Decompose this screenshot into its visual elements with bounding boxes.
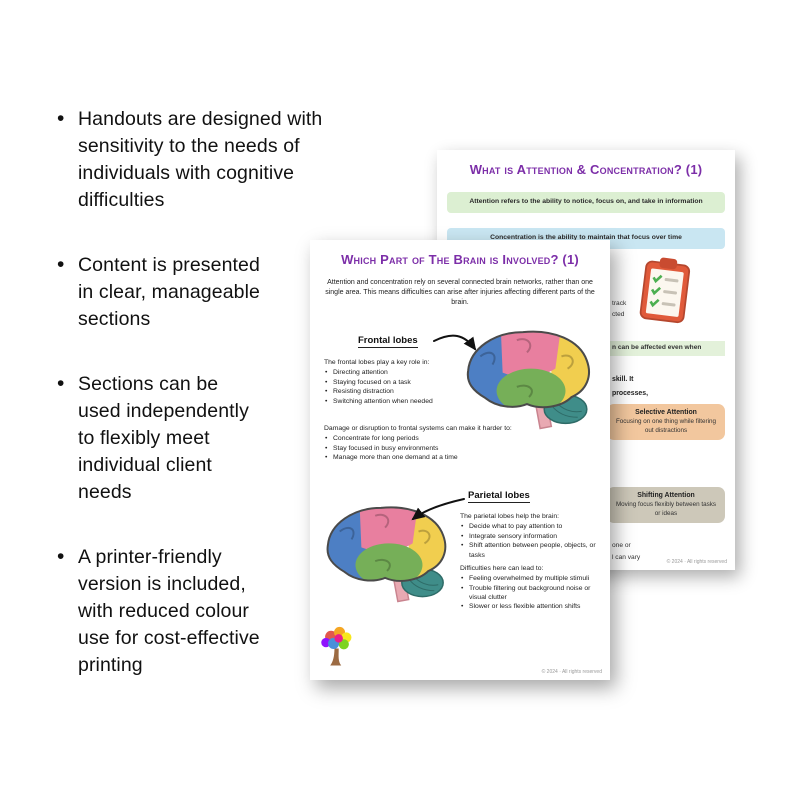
truncated-text-fragment: processes, [612,390,649,397]
selective-attention-body: Focusing on one thing while filtering ou… [615,418,717,434]
parietal-roles-intro: The parietal lobes help the brain: [460,513,559,520]
feature-bullet: Handouts are designed with sensitivity t… [55,105,355,214]
list-item: Stay focused in busy environments [324,444,522,454]
copyright-footer: © 2024 · All rights reserved [666,559,727,565]
parietal-roles-block: The parietal lobes help the brain: Decid… [460,512,600,615]
frontal-roles-intro: The frontal lobes play a key role in: [324,359,430,366]
truncated-text-fragment: one or [612,542,631,549]
shifting-attention-body: Moving focus flexibly between tasks or i… [615,501,717,517]
frontal-roles-list: Directing attention Staying focused on a… [324,368,456,406]
parietal-difficulties-list: Feeling overwhelmed by multiple stimuli … [460,574,600,612]
brain-illustration-frontal [458,324,600,432]
selective-attention-title: Selective Attention [635,409,697,416]
frontal-damage-block: Damage or disruption to frontal systems … [324,424,522,466]
frontal-damage-list: Concentrate for long periods Stay focuse… [324,434,522,463]
frontal-roles-block: The frontal lobes play a key role in: Di… [324,358,456,409]
list-item: Manage more than one demand at a time [324,453,522,463]
truncated-text-fragment: cted [612,311,625,318]
list-item: Slower or less flexible attention shifts [460,602,600,612]
attention-page-title: What is Attention & Concentration? (1) [469,162,703,177]
list-item: Resisting distraction [324,387,456,397]
parietal-lobes-label: Parietal lobes [468,490,530,503]
shifting-attention-title: Shifting Attention [637,492,695,499]
list-item: Shift attention between people, objects,… [460,541,600,560]
truncated-text-fragment: track [612,300,627,307]
list-item: Trouble filtering out background noise o… [460,584,600,603]
brain-page-title: Which Part of The Brain is Involved? (1) [341,252,579,267]
list-item: Staying focused on a task [324,378,456,388]
frontal-lobes-label: Frontal lobes [358,335,418,348]
list-item: Feeling overwhelmed by multiple stimuli [460,574,600,584]
truncated-text-fragment: skill. It [612,376,634,383]
truncated-text-fragment: l can vary [612,554,641,561]
feature-bullet: Sections can be used independently to fl… [55,370,265,506]
list-item: Concentrate for long periods [324,434,522,444]
brain-page-intro: Attention and concentration rely on seve… [325,279,595,306]
feature-bullet: Content is presented in clear, manageabl… [55,251,270,333]
frontal-damage-intro: Damage or disruption to frontal systems … [324,425,512,432]
handout-brain-page: Which Part of The Brain is Involved? (1)… [310,240,610,680]
parietal-roles-list: Decide what to pay attention to Integrat… [460,522,600,560]
list-item: Integrate sensory information [460,532,600,542]
feature-bullet: A printer-friendly version is included, … [55,543,279,679]
clipboard-checklist-icon [635,253,695,329]
selective-attention-box: Selective Attention Focusing on one thin… [607,404,725,440]
shifting-attention-box: Shifting Attention Moving focus flexibly… [607,487,725,523]
list-item: Decide what to pay attention to [460,522,600,532]
list-item: Switching attention when needed [324,397,456,407]
copyright-footer: © 2024 · All rights reserved [541,669,602,675]
brain-illustration-parietal [318,500,456,604]
attention-definition-box: Attention refers to the ability to notic… [447,192,725,213]
truncated-text-fragment: n can be affected even when [612,344,702,351]
list-item: Directing attention [324,368,456,378]
feature-bullet-list: Handouts are designed with sensitivity t… [55,105,355,717]
parietal-difficulties-intro: Difficulties here can lead to: [460,564,544,572]
brain-tree-logo [320,624,354,668]
